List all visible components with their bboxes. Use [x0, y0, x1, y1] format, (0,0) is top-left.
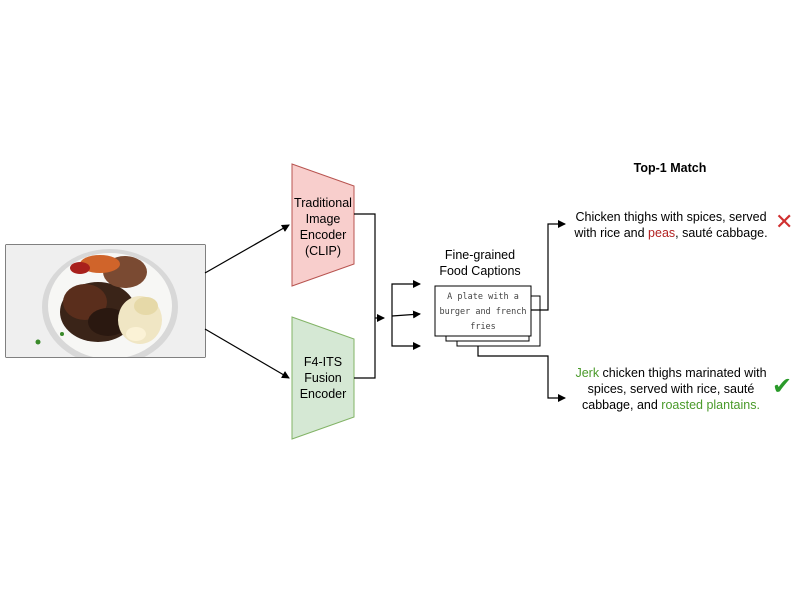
caption-card-front [434, 285, 532, 337]
caption-card-line2: burger and french [439, 307, 527, 317]
fusion-encoder-label: F4-ITS Fusion Encoder [290, 354, 356, 402]
fusion-encoder-line2: Fusion [304, 371, 342, 385]
wrong-match-line2: with rice and peas, sauté cabbage. [566, 225, 776, 241]
caption-card-text: A plate with a burger and french fries [435, 290, 531, 335]
wrong-match-line1: Chicken thighs with spices, served [575, 210, 767, 224]
image-to-traditional-arrow [204, 224, 290, 274]
right-match-highlight-1: Jerk [575, 366, 600, 380]
check-icon: ✔ [772, 372, 793, 400]
wrong-match-highlight: peas [648, 226, 676, 240]
fusion-output-connector [354, 318, 376, 379]
food-photo-icon [6, 245, 205, 357]
traditional-output-connector [354, 213, 376, 318]
wrong-match-text: Chicken thighs with spices, served with … [566, 209, 776, 241]
cards-to-right-match-arrow [477, 346, 566, 402]
captions-label-line1: Fine-grained [444, 248, 516, 262]
right-match-highlight-2: roasted plantains. [661, 398, 760, 412]
traditional-encoder-line2: Image [305, 212, 341, 226]
right-match-line2: spices, served with rice, sauté [587, 382, 755, 396]
traditional-encoder-line1: Traditional [294, 196, 352, 210]
caption-fanout-bottom [391, 316, 421, 350]
top1-title: Top-1 Match [610, 160, 730, 176]
fusion-encoder-shape [291, 316, 355, 440]
right-match-line1: Jerk chicken thighs marinated with [566, 365, 776, 381]
traditional-encoder-line3: Encoder [299, 228, 347, 242]
wrong-match-line2-post: , sauté cabbage. [675, 226, 768, 240]
top1-title-text: Top-1 Match [633, 161, 707, 175]
right-match-text: Jerk chicken thighs marinated with spice… [566, 365, 776, 413]
fusion-encoder-line3: Encoder [299, 387, 347, 401]
traditional-encoder-shape [291, 163, 355, 287]
wrong-match-line2-pre: with rice and [574, 226, 649, 240]
food-photo [5, 244, 206, 358]
cards-to-wrong-match-arrow [531, 220, 566, 311]
right-match-line1-post: chicken thighs marinated with [599, 366, 767, 380]
caption-fanout-middle [391, 310, 421, 319]
captions-label-line2: Food Captions [439, 264, 521, 278]
traditional-encoder-line4: (CLIP) [304, 244, 342, 258]
cross-icon: ✕ [775, 210, 794, 235]
fusion-encoder-line1: F4-ITS [303, 355, 343, 369]
right-match-line3-pre: cabbage, and [582, 398, 662, 412]
caption-card-line3: fries [470, 322, 496, 332]
image-to-fusion-arrow [204, 328, 290, 379]
captions-label: Fine-grained Food Captions [425, 247, 535, 279]
caption-card-line1: A plate with a [447, 292, 519, 302]
right-match-line3: cabbage, and roasted plantains. [566, 397, 776, 413]
caption-fanout-top [391, 280, 421, 316]
traditional-encoder-label: Traditional Image Encoder (CLIP) [290, 195, 356, 259]
